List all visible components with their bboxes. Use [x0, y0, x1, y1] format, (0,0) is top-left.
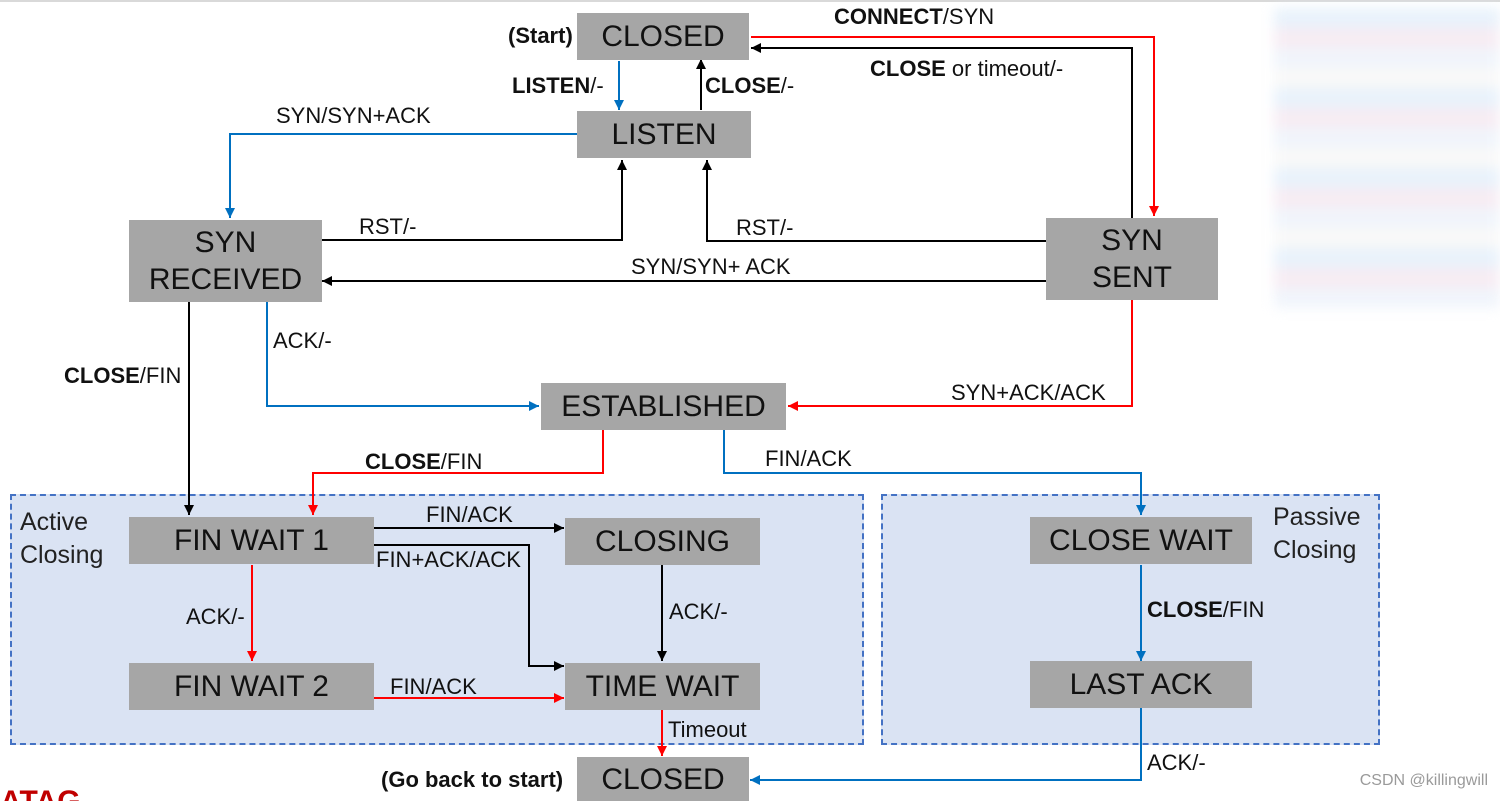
arrow-connect-syn [751, 36, 1159, 216]
label-fin-ack-fw1: FIN/ACK [426, 502, 513, 527]
state-closed-bottom: CLOSED [577, 757, 749, 801]
label-timeout: Timeout [668, 717, 747, 742]
corner-logo: ATAG [0, 788, 112, 801]
label-syn-synack-2: SYN/SYN+ ACK [631, 254, 791, 279]
blurred-thumbnail [1274, 8, 1500, 308]
state-closed-top: CLOSED [577, 13, 749, 60]
state-fin-wait-2: FIN WAIT 2 [129, 663, 374, 710]
label-rst-left: RST/- [359, 214, 417, 239]
state-listen: LISTEN [577, 111, 751, 158]
arrow-rst-left [322, 160, 627, 241]
arrow-rst-right [702, 160, 1046, 242]
state-established: ESTABLISHED [541, 383, 786, 430]
label-ack-fw1: ACK/- [186, 604, 245, 629]
label-finack-ack: FIN+ACK/ACK [376, 547, 521, 572]
state-syn-received: SYN RECEIVED [129, 220, 322, 302]
state-fin-wait-1: FIN WAIT 1 [129, 517, 374, 564]
state-last-ack: LAST ACK [1030, 661, 1252, 708]
label-close-listen: CLOSE/- [705, 73, 795, 98]
state-time-wait: TIME WAIT [565, 663, 760, 710]
label-ack-lastack: ACK/- [1147, 750, 1206, 775]
arrow-ack-synrcvd [266, 302, 539, 411]
state-closing: CLOSING [565, 518, 760, 565]
label-connect-syn: CONNECT/SYN [834, 4, 995, 29]
label-close-fin-est: CLOSE/FIN [365, 449, 483, 474]
arrow-syn-synack [225, 133, 577, 218]
arrow-close-fin-est [308, 430, 604, 515]
arrow-synack-ack [788, 300, 1133, 411]
label-close-fin-cw: CLOSE/FIN [1147, 597, 1265, 622]
label-ack-closing: ACK/- [669, 599, 728, 624]
passive-closing-label: Passive Closing [1273, 503, 1361, 564]
label-listen: LISTEN/- [512, 73, 604, 98]
active-closing-label: Active Closing [20, 508, 104, 569]
label-syn-synack: SYN/SYN+ACK [276, 103, 431, 128]
label-fin-ack-est: FIN/ACK [765, 446, 852, 471]
state-close-wait: CLOSE WAIT [1030, 517, 1252, 564]
state-syn-sent: SYN SENT [1046, 218, 1218, 300]
label-fin-ack-fw2: FIN/ACK [390, 674, 477, 699]
start-annotation: (Start) [508, 23, 573, 48]
arrow-finack-ack [374, 544, 564, 671]
label-synack-ack: SYN+ACK/ACK [951, 380, 1106, 405]
label-ack-synrcvd: ACK/- [273, 328, 332, 353]
watermark: CSDN @killingwill [1359, 772, 1488, 789]
label-close-fin-synrcvd: CLOSE/FIN [64, 363, 182, 388]
label-close-timeout: CLOSE or timeout/- [870, 56, 1064, 81]
arrow-fin-ack-est [723, 430, 1146, 515]
arrow-ack-lastack [750, 708, 1142, 785]
label-rst-right: RST/- [736, 215, 794, 240]
arrow-close-timeout [751, 43, 1133, 218]
top-divider [0, 0, 1500, 2]
go-back-annotation: (Go back to start) [381, 767, 564, 792]
